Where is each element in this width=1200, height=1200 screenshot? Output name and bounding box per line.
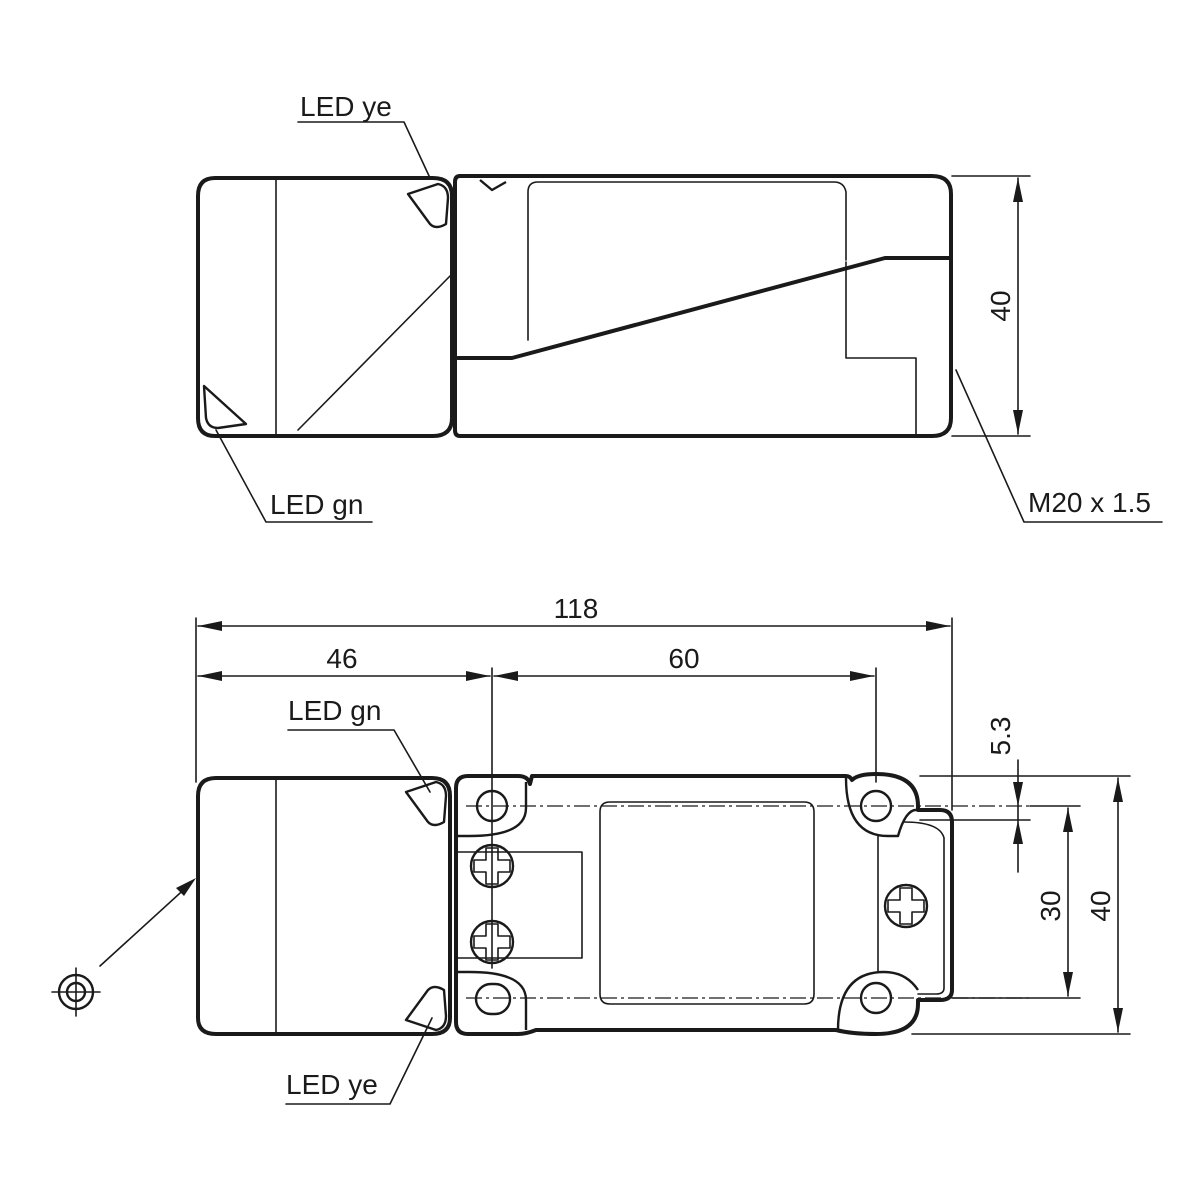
top-body-step <box>845 261 917 435</box>
top-head-outline <box>196 176 454 438</box>
led-ye-bottom-leader <box>285 1017 433 1105</box>
led-ye-top-leader <box>297 121 431 179</box>
led-ye-bottom-label: LED ye <box>286 1069 378 1100</box>
bottom-led-gn-window <box>404 780 448 827</box>
dim-46-arrow-left <box>198 671 222 681</box>
dim-60-label: 60 <box>668 643 699 674</box>
top-dim-height-label: 40 <box>985 290 1016 321</box>
ear-bottom-left-curve <box>456 970 528 1030</box>
ear-top-right-curve <box>844 777 919 838</box>
top-led-ye-window <box>406 182 450 229</box>
terminal-screw-1 <box>469 843 515 889</box>
dim-118-arrow-left <box>198 621 222 631</box>
top-view: 40 LED ye LED gn M20 x 1.5 <box>196 91 1163 523</box>
bottom-body-outline <box>454 772 954 1036</box>
dim-5-3-label: 5.3 <box>985 717 1016 756</box>
terminal-plate <box>455 851 583 959</box>
dim-60-arrow-left <box>494 671 518 681</box>
dim-5-3-arrow-up <box>1013 820 1023 844</box>
bottom-led-ye-window <box>404 985 448 1032</box>
led-gn-top-leader <box>215 429 373 523</box>
top-body-ramp <box>456 256 953 360</box>
led-ye-top-label: LED ye <box>300 91 392 122</box>
ear-top-left-curve <box>456 782 528 838</box>
dim-40-side-label: 40 <box>1085 890 1116 921</box>
dim-118-label: 118 <box>554 593 599 624</box>
mounting-hole-bottom-left <box>474 982 512 1016</box>
top-dim-arrow-up <box>1013 178 1023 202</box>
bottom-head-outline <box>196 776 452 1036</box>
led-gn-bottom-label: LED gn <box>288 695 381 726</box>
sensing-face-arrowhead <box>176 878 196 896</box>
dim-30-label: 30 <box>1035 890 1066 921</box>
dim-40-side-arrow-up <box>1113 778 1123 802</box>
dim-5-3-arrow-down <box>1013 782 1023 806</box>
mounting-hole-top-left <box>475 789 509 823</box>
dim-46-label: 46 <box>326 643 357 674</box>
top-body-notch <box>479 179 507 192</box>
led-gn-bottom-leader <box>287 729 431 793</box>
dim-30-arrow-up <box>1063 808 1073 832</box>
top-body-window <box>527 181 847 341</box>
dim-40-side-arrow-down <box>1113 1008 1123 1032</box>
sensing-face-arrow <box>99 883 191 967</box>
cable-entry-outline <box>903 821 945 995</box>
thread-leader <box>955 369 1163 523</box>
dim-30-arrow-down <box>1063 972 1073 996</box>
top-head-diagonal <box>297 273 453 431</box>
terminal-screw-2 <box>469 919 515 965</box>
dim-60-arrow-right <box>850 671 874 681</box>
label-window <box>599 801 815 1005</box>
top-dim-arrow-down <box>1013 410 1023 434</box>
dim-118-arrow-right <box>926 621 950 631</box>
ground-screw <box>883 883 929 929</box>
bottom-view: 118 46 60 <box>51 593 1131 1105</box>
ear-bottom-right-curve <box>836 970 919 1031</box>
top-body-outline <box>453 174 953 438</box>
led-gn-top-label: LED gn <box>270 489 363 520</box>
dim-46-arrow-right <box>466 671 490 681</box>
top-led-gn-window <box>202 384 248 430</box>
target-icon <box>51 967 101 1017</box>
mounting-hole-bottom-right <box>859 981 893 1015</box>
thread-label: M20 x 1.5 <box>1028 487 1151 518</box>
mounting-hole-top-right <box>859 789 893 823</box>
